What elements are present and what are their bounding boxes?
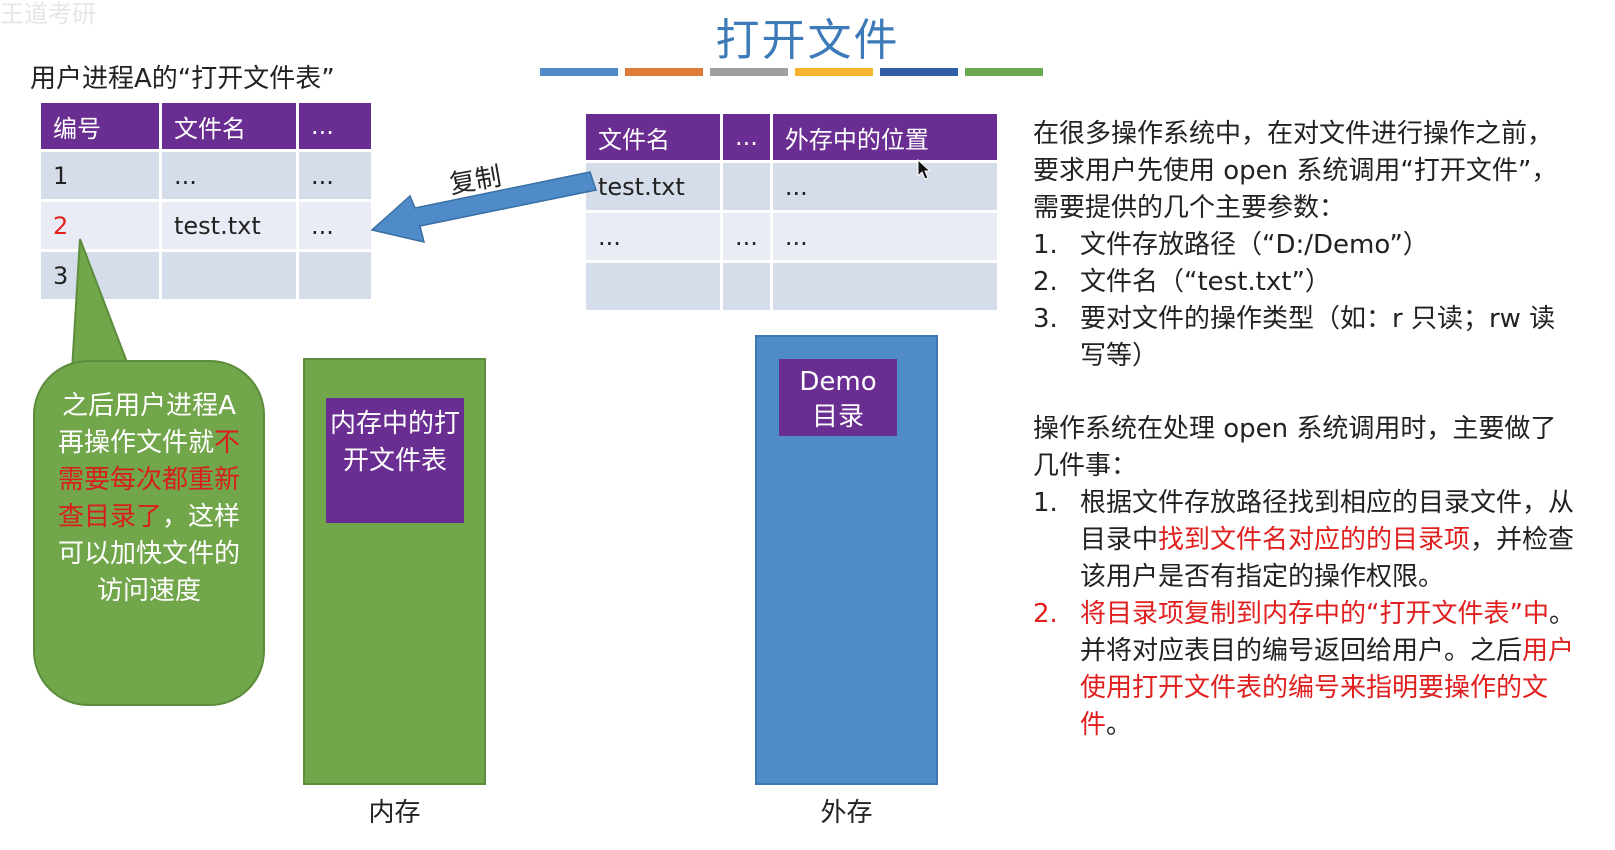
callout-highlight: 不需要每次都重新查目录了 xyxy=(57,428,241,532)
list-item: 2. 将目录项复制到内存中的“打开文件表”中。并将对应表目的编号返回给用户。之后用… xyxy=(1033,596,1578,744)
explanation-intro: 在很多操作系统中，在对文件进行操作之前，要求用户先使用 open 系统调用“打开… xyxy=(1033,119,1558,223)
color-bar-segment xyxy=(965,68,1043,76)
table-row xyxy=(586,263,997,310)
color-bar-segment xyxy=(880,68,958,76)
table-row: 2 test.txt ... xyxy=(41,202,371,249)
step-text: ，并检查该用户是否有指定的操作权限。 xyxy=(1080,525,1575,592)
memory-caption: 内存 xyxy=(368,798,421,828)
callout-bubble: 之后用户进程A再操作文件就不需要每次都重新查目录了，这样可以加快文件的访问速度 xyxy=(33,360,265,706)
callout-text: ，这样可以加快文件的访问速度 xyxy=(57,502,241,606)
user-table-cell xyxy=(299,252,371,299)
explanation-section2: 操作系统在处理 open 系统调用时，主要做了几件事： xyxy=(1033,414,1557,481)
list-text: 要对文件的操作类型（如：r 只读；rw 读写等） xyxy=(1080,304,1556,371)
list-item: 1. 根据文件存放路径找到相应的目录文件，从目录中找到文件名对应的的目录项，并检查… xyxy=(1033,485,1578,596)
memory-open-file-table-label: 内存中的打开文件表 xyxy=(326,398,464,523)
dir-table-cell xyxy=(586,263,720,310)
user-table-cell-highlight: 2 xyxy=(41,202,159,249)
user-table-header-more: ... xyxy=(299,103,371,149)
user-table-caption: 用户进程A的“打开文件表” xyxy=(30,64,335,94)
table-row: 3 xyxy=(41,252,371,299)
user-table-cell: ... xyxy=(299,152,371,199)
demo-directory-name: Demo xyxy=(799,367,877,397)
explanation-panel: 在很多操作系统中，在对文件进行操作之前，要求用户先使用 open 系统调用“打开… xyxy=(1033,116,1578,744)
list-item: 2. 文件名（“test.txt”） xyxy=(1033,264,1578,301)
user-table-cell: ... xyxy=(162,152,296,199)
list-number: 2. xyxy=(1033,599,1058,629)
list-number: 2. xyxy=(1033,267,1058,297)
user-table-cell xyxy=(162,252,296,299)
directory-table: 文件名 ... 外存中的位置 test.txt ... ... ... ... xyxy=(583,111,1000,313)
callout-pointer xyxy=(70,238,132,371)
dir-table-header-more: ... xyxy=(723,114,770,160)
color-bar-segment xyxy=(795,68,873,76)
dir-table-header-filename: 文件名 xyxy=(586,114,720,160)
dir-table-cell: ... xyxy=(586,213,720,260)
user-open-file-table: 编号 文件名 ... 1 ... ... 2 test.txt ... 3 xyxy=(38,100,374,302)
user-table-header-id: 编号 xyxy=(41,103,159,149)
demo-directory-label: Demo 目录 xyxy=(779,359,897,436)
color-bar-segment xyxy=(625,68,703,76)
copy-arrow-icon xyxy=(370,171,597,244)
user-table-header-filename: 文件名 xyxy=(162,103,296,149)
step-text: 根据文件存放路径找到相应的目录文件，从目录中 xyxy=(1080,488,1575,555)
list-text: 文件存放路径（“D:/Demo”） xyxy=(1080,230,1429,260)
table-row: test.txt ... xyxy=(586,163,997,210)
step-highlight: 用户使用打开文件表的编号来指明要操作的文件 xyxy=(1080,636,1575,740)
step-highlight: 将目录项复制到内存中的“打开文件表”中 xyxy=(1080,599,1549,629)
spacer xyxy=(1033,375,1578,411)
step-list: 1. 根据文件存放路径找到相应的目录文件，从目录中找到文件名对应的的目录项，并检查… xyxy=(1033,485,1578,744)
dir-table-cell xyxy=(723,163,770,210)
color-bar xyxy=(540,68,1050,76)
list-text: 文件名（“test.txt”） xyxy=(1080,267,1331,297)
step-text: 。并将对应表目的编号返回给用户。之后 xyxy=(1080,599,1575,666)
color-bar-segment xyxy=(540,68,618,76)
watermark: 王道考研 xyxy=(0,0,96,28)
user-table-cell: 1 xyxy=(41,152,159,199)
mouse-cursor-icon xyxy=(917,159,932,180)
step-highlight: 找到文件名对应的的目录项 xyxy=(1158,525,1471,555)
list-number: 3. xyxy=(1033,304,1058,334)
disk-caption: 外存 xyxy=(820,798,873,828)
dir-table-cell: ... xyxy=(772,163,997,210)
table-row: 1 ... ... xyxy=(41,152,371,199)
param-list: 1. 文件存放路径（“D:/Demo”） 2. 文件名（“test.txt”） 3.… xyxy=(1033,227,1578,375)
user-table-cell: test.txt xyxy=(162,202,296,249)
list-number: 1. xyxy=(1033,230,1058,260)
list-item: 1. 文件存放路径（“D:/Demo”） xyxy=(1033,227,1578,264)
color-bar-segment xyxy=(710,68,788,76)
demo-directory-type: 目录 xyxy=(811,402,864,432)
table-row: ... ... ... xyxy=(586,213,997,260)
list-item: 3. 要对文件的操作类型（如：r 只读；rw 读写等） xyxy=(1033,301,1578,375)
list-number: 1. xyxy=(1033,488,1058,518)
dir-table-cell xyxy=(723,263,770,310)
dir-table-header-location: 外存中的位置 xyxy=(772,114,997,160)
dir-table-cell: ... xyxy=(772,213,997,260)
slide-title: 打开文件 xyxy=(715,15,900,66)
dir-table-cell: test.txt xyxy=(586,163,720,210)
dir-table-cell xyxy=(772,263,997,310)
step-text: 。 xyxy=(1106,710,1133,740)
dir-table-cell: ... xyxy=(723,213,770,260)
user-table-cell: ... xyxy=(299,202,371,249)
callout-text: 之后用户进程A再操作文件就 xyxy=(57,391,236,458)
